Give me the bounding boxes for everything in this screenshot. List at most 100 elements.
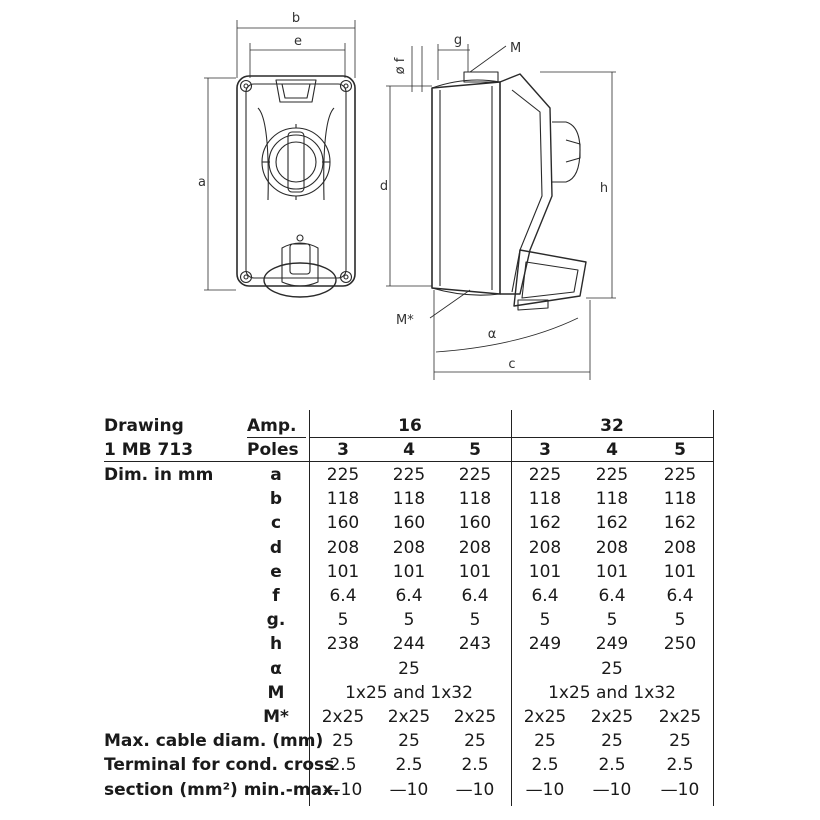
table-cell: —10 [660, 780, 700, 800]
table-cell: 162 [528, 513, 562, 533]
table-cell: 101 [458, 562, 492, 582]
row-label: h [269, 634, 283, 654]
row-label: f [272, 586, 280, 606]
poles-4: 4 [606, 440, 618, 460]
table-cell: 160 [392, 513, 426, 533]
table-cell: 238 [326, 634, 360, 654]
table-cell: 2x25 [321, 707, 365, 727]
table-cell: 25 [398, 731, 420, 751]
table-cell: 6.4 [329, 586, 357, 606]
table-cell: 208 [458, 538, 492, 558]
dim-label-alpha: α [488, 327, 497, 342]
table-cell: 2x25 [590, 707, 634, 727]
table-cell: 2x25 [453, 707, 497, 727]
table-cell: 101 [326, 562, 360, 582]
dim-label-f: ø f [393, 57, 408, 74]
table-cell: 101 [392, 562, 426, 582]
table-cell: 249 [528, 634, 562, 654]
side-view [386, 44, 616, 380]
table-cell: 160 [458, 513, 492, 533]
table-cell: 101 [663, 562, 697, 582]
table-cell: 25 [669, 731, 691, 751]
table-cell: 25 [601, 731, 623, 751]
table-cell: 225 [595, 465, 629, 485]
table-cell: 2.5 [666, 755, 694, 775]
technical-drawing: b e a d h c ø f g M M* α [198, 11, 616, 380]
table-cell: 118 [326, 489, 360, 509]
table-cell: 2x25 [387, 707, 431, 727]
row-label: e [270, 562, 282, 582]
table-cell: 5 [606, 610, 618, 630]
dim-label-Mstar: M* [396, 313, 414, 328]
row-label: M [267, 683, 285, 703]
table-cell: 118 [663, 489, 697, 509]
table-cell: 162 [663, 513, 697, 533]
table-cell: —10 [455, 780, 495, 800]
table-cell-merged: 25 [398, 659, 420, 679]
table-cell-merged: 25 [601, 659, 623, 679]
drawing-number: 1 MB 713 [104, 440, 194, 460]
dimension-labels: b e a d h c ø f g M M* α [198, 11, 608, 372]
table-cell: 225 [326, 465, 360, 485]
row-label: a [270, 465, 282, 485]
amp-16: 16 [398, 416, 422, 436]
poles-5: 5 [469, 440, 481, 460]
drawing-label: Drawing [104, 416, 184, 436]
dim-label-a: a [198, 175, 206, 190]
row-label: g. [266, 610, 286, 630]
table-cell: 6.4 [666, 586, 694, 606]
table-cell: 162 [595, 513, 629, 533]
table-cell: 208 [663, 538, 697, 558]
table-cell: 5 [469, 610, 481, 630]
column-divider-right [713, 410, 714, 806]
table-cell: 160 [326, 513, 360, 533]
table-cell: 225 [458, 465, 492, 485]
table-cell: —10 [525, 780, 565, 800]
amp-rule [310, 437, 714, 438]
amp-label: Amp. [247, 416, 297, 436]
poles-label: Poles [247, 440, 299, 460]
table-cell: 244 [392, 634, 426, 654]
table-cell: 2.5 [598, 755, 626, 775]
row-label-long: Terminal for cond. cross [104, 755, 335, 775]
table-cell: —10 [592, 780, 632, 800]
amp-32: 32 [600, 416, 624, 436]
table-cell: 208 [528, 538, 562, 558]
table-cell: 118 [392, 489, 426, 509]
table-cell: 6.4 [395, 586, 423, 606]
table-cell: 243 [458, 634, 492, 654]
table-cell: 101 [595, 562, 629, 582]
dim-label-e: e [294, 34, 302, 49]
dim-label-b: b [292, 11, 300, 26]
table-cell: 2.5 [461, 755, 489, 775]
dim-in-mm-label: Dim. in mm [104, 465, 214, 485]
row-label: M* [263, 707, 289, 727]
row-label: b [269, 489, 283, 509]
row-label-long: section (mm²) min.-max. [104, 780, 340, 800]
dim-label-h: h [600, 181, 608, 196]
row-label-long: Max. cable diam. (mm) [104, 731, 324, 751]
header-rule [104, 461, 714, 462]
table-cell: 225 [528, 465, 562, 485]
dim-label-g: g [454, 33, 462, 48]
row-label: d [269, 538, 283, 558]
table-cell: 208 [392, 538, 426, 558]
table-cell: 6.4 [531, 586, 559, 606]
column-divider-left [309, 410, 310, 806]
table-cell: 2x25 [523, 707, 567, 727]
table-cell: 101 [528, 562, 562, 582]
table-cell: 2.5 [395, 755, 423, 775]
dim-label-c: c [508, 357, 515, 372]
table-cell: 118 [528, 489, 562, 509]
table-cell-merged: 1x25 and 1x32 [345, 683, 473, 703]
table-cell: 5 [337, 610, 349, 630]
table-cell: —10 [389, 780, 429, 800]
table-cell: —10 [323, 780, 363, 800]
amp-underline [247, 437, 306, 438]
table-cell: 25 [534, 731, 556, 751]
table-cell: 5 [674, 610, 686, 630]
poles-5: 5 [674, 440, 686, 460]
table-cell-merged: 1x25 and 1x32 [548, 683, 676, 703]
column-divider-mid [511, 410, 512, 806]
